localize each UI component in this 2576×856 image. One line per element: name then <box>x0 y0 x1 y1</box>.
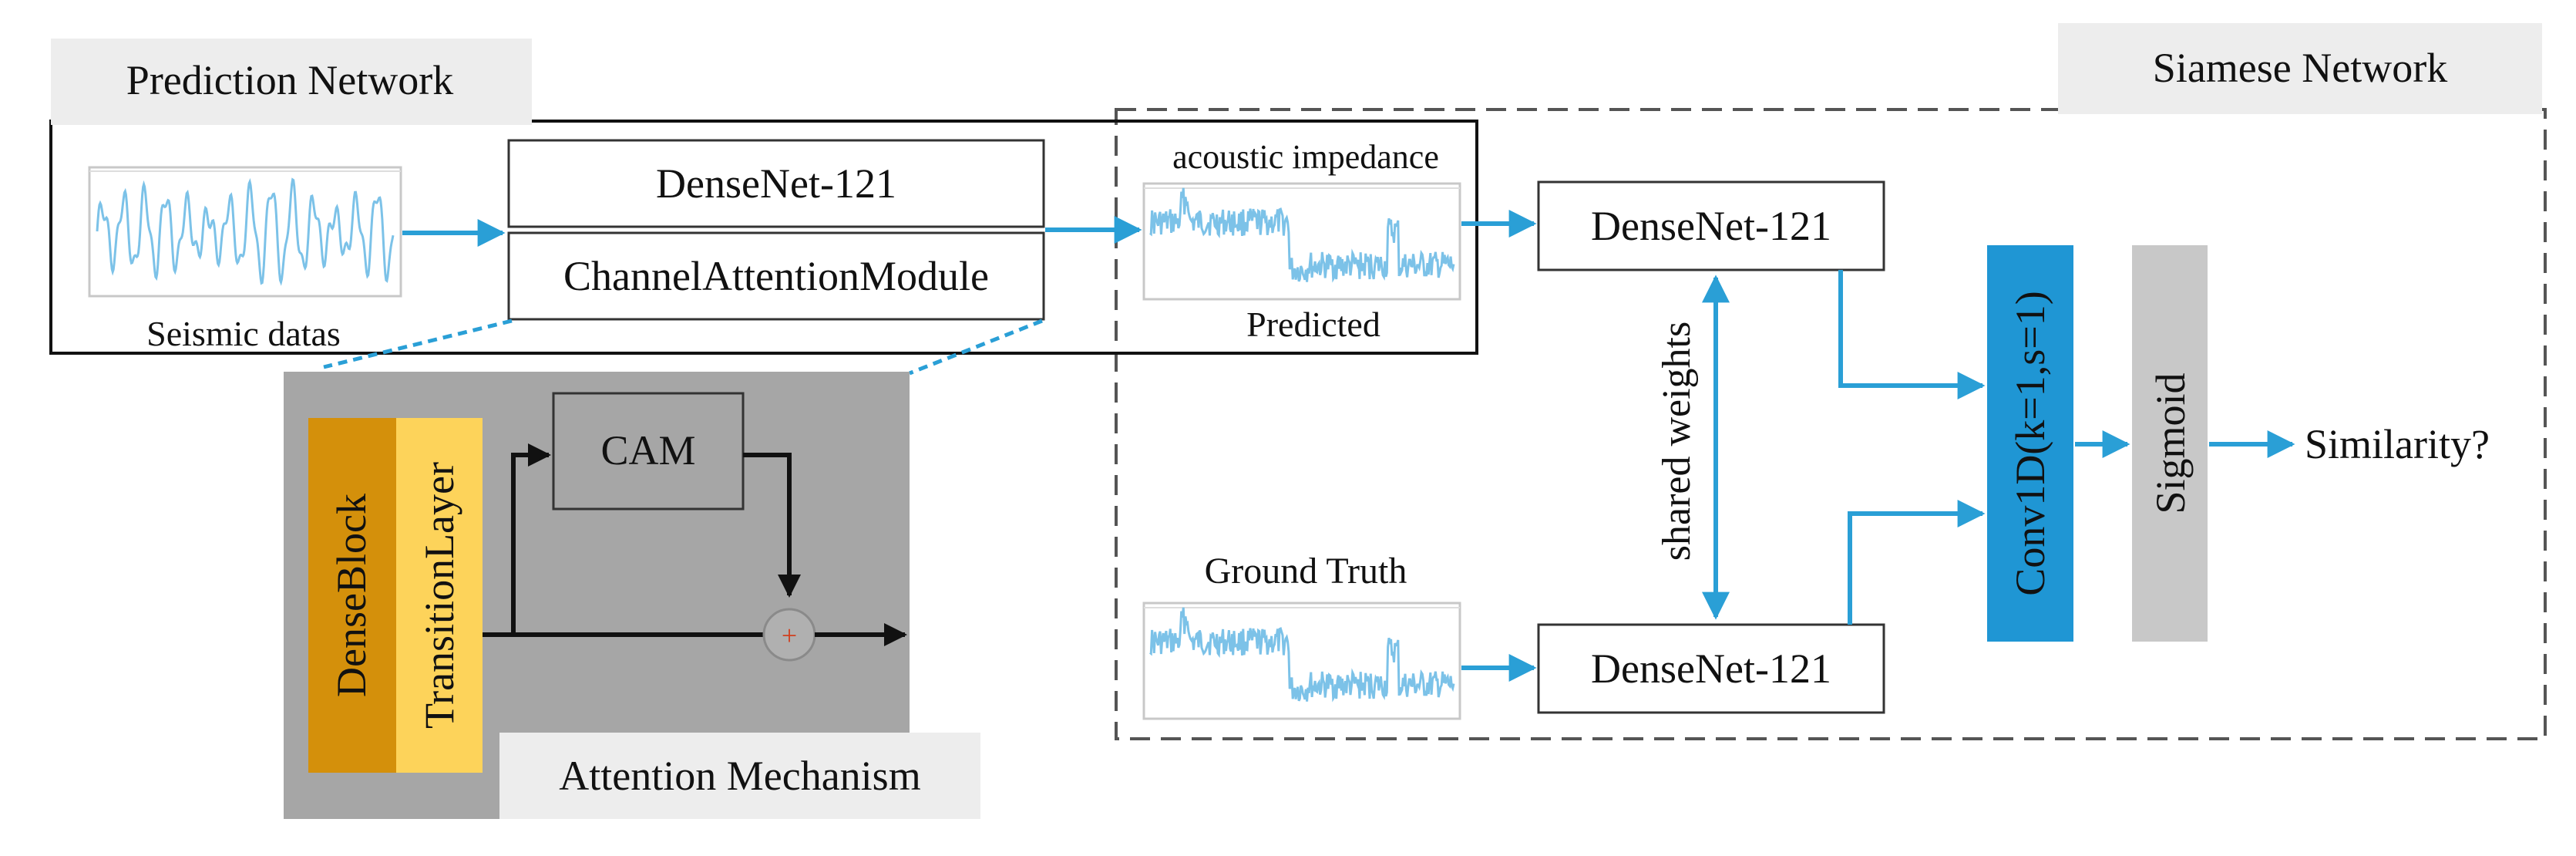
conv1d-block <box>1987 245 2073 642</box>
seismic-data-plot <box>88 166 402 298</box>
predicted-top-caption: acoustic impedance <box>1172 138 1439 176</box>
prediction-network-frame <box>49 120 1478 355</box>
dense-block <box>308 418 396 773</box>
densenet-label: DenseNet-121 <box>656 160 896 207</box>
connector-bottom-to-conv <box>1848 500 1986 625</box>
sigmoid-label: Sigmoid <box>2147 372 2194 514</box>
siamese-network-frame <box>1115 108 2547 740</box>
ground-truth-plot <box>1142 602 1461 720</box>
zoom-line-left <box>323 318 513 369</box>
prediction-title: Prediction Network <box>126 57 453 103</box>
siamese-densenet-top <box>1537 180 1885 271</box>
cam-box <box>552 392 745 511</box>
conv1d-label: Conv1D(k=1,s=1) <box>2007 291 2053 595</box>
seismic-caption: Seismic datas <box>146 314 341 353</box>
siamese-densenet-top-label: DenseNet-121 <box>1591 203 1831 249</box>
channel-attention-label: ChannelAttentionModule <box>563 253 989 299</box>
attention-title: Attention Mechanism <box>559 753 920 799</box>
densenet-block <box>507 139 1045 228</box>
predicted-impedance-plot <box>1142 182 1461 301</box>
flow-to-cam <box>511 443 551 635</box>
cam-label: CAM <box>600 427 695 473</box>
ground-truth-caption: Ground Truth <box>1205 551 1407 591</box>
prediction-title-box <box>51 39 532 125</box>
siamese-densenet-bottom <box>1537 623 1885 714</box>
zoom-line-right <box>909 318 1043 376</box>
siamese-densenet-bottom-label: DenseNet-121 <box>1591 645 1831 692</box>
ground-truth-curve <box>1149 607 1455 703</box>
predicted-bottom-caption: Predicted <box>1246 305 1380 344</box>
channel-attention-block <box>507 231 1045 321</box>
add-symbol: + <box>782 620 797 651</box>
transition-layer <box>396 418 483 773</box>
shared-weights-label: shared weights <box>1655 322 1699 561</box>
predicted-impedance-curve <box>1149 187 1455 283</box>
dense-block-label: DenseBlock <box>328 494 375 697</box>
sigmoid-block <box>2132 245 2208 642</box>
siamese-title: Siamese Network <box>2153 45 2447 91</box>
transition-layer-label: TransitionLayer <box>416 462 462 729</box>
siamese-title-box <box>2058 23 2542 114</box>
connector-top-to-conv <box>1838 270 1986 399</box>
flow-cam-to-add <box>743 453 801 598</box>
attention-title-box <box>499 733 980 819</box>
output-label: Similarity? <box>2305 421 2490 467</box>
seismic-waveform <box>96 177 395 286</box>
